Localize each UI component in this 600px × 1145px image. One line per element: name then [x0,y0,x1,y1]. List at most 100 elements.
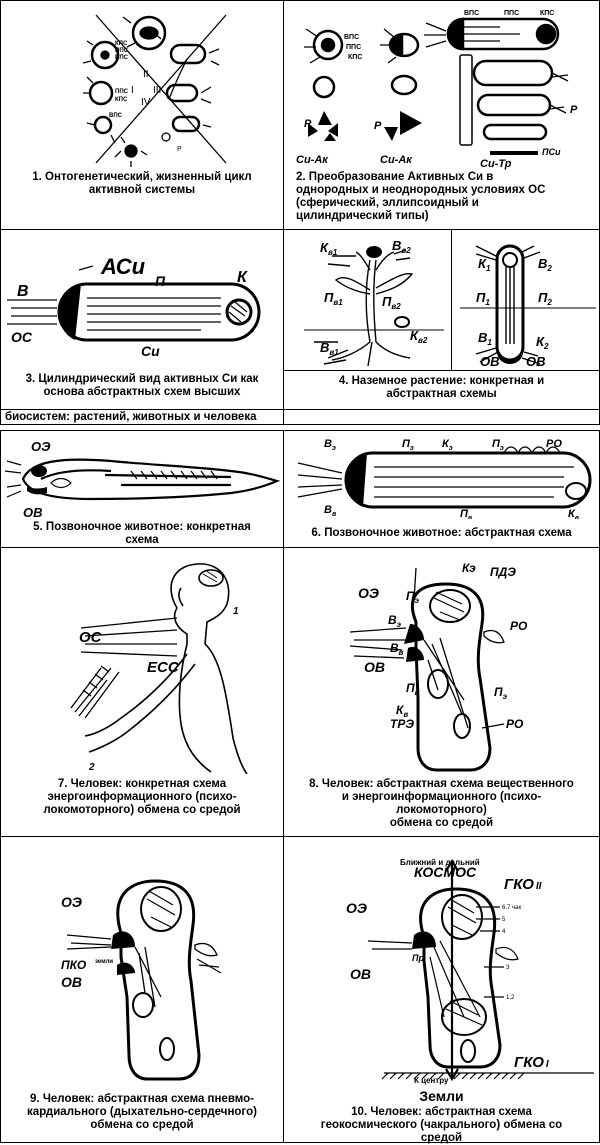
active-systems-transformation-diagram: ВПС ППС КПС ВПС ППС КПС Р Р Р Си-Ак Си-А… [296,10,578,170]
roman-1: I [131,85,134,96]
kps-label: КПС [115,41,128,47]
figure-5-cell: ОЭ ОВ 5. Позвоночное животное: конкретна… [0,430,284,548]
kv2-label: Кв2 [410,328,428,345]
v-label: В [17,283,29,300]
ro-label: РО [510,619,528,633]
kps-label: КПС [348,54,362,61]
kps-label-2: КПС [115,97,128,103]
pr-label: Пр [412,953,424,963]
oe-label: ОЭ [61,894,82,910]
bv1-label: Вв1 [320,340,339,357]
p2-label: П2 [538,290,552,307]
ov-label: ОВ [61,974,82,990]
pde-label: ПДЭ [490,565,516,579]
kv1-label: Кв1 [320,240,338,257]
ke-label: Кэ [462,561,476,575]
bv-label: Вв [324,504,337,518]
caption-8: 8. Человек: абстрактная схема вещественн… [309,778,574,829]
caption-6: 6. Позвоночное животное: абстрактная схе… [311,527,572,539]
r-label: Р [177,146,182,153]
pps-label: ППС [346,44,361,51]
human-concrete-diagram: ОС ЕСС 1 2 [70,563,248,774]
asi-label: АСи [100,254,146,279]
chakra-label-4: 3 [506,965,510,971]
tre-label: ТРЭ [390,717,414,731]
caption-1: 1. Онтогенетический, жизненный цикл акти… [32,171,252,196]
chakra-label-3: 4 [502,929,506,935]
roman-3: III [153,85,161,96]
roman-2: II [143,69,149,80]
num-1-label: 1 [233,606,239,617]
caption-3-continued-cell-end [283,409,600,425]
ov-label: ОВ [350,966,371,982]
ke-label: Кэ [442,438,453,452]
figure-9-cell: ОЭ ПКО земли ОВ 9. Человек: абстрактная … [0,836,284,1143]
ov-label: ОВ [364,659,385,675]
caption-3-continued: биосистем: растений, животных и человека [5,411,257,423]
oe-label: ОЭ [358,585,379,601]
be-label: Вэ [324,438,336,452]
si-ak-label-2: Си-Ак [380,154,413,166]
ground-plant-diagram: Кв1 Вв2 Пв1 Пв2 Кв2 Вв1 К1 В2 П1 П2 В1 К… [304,238,596,369]
psi-label: ПСи [542,147,561,157]
ve-label: Вэ [388,613,402,629]
zemli-label: земли [95,959,113,965]
caption-5: 5. Позвоночное животное: конкретная схем… [33,521,251,546]
kv-label: Кв [396,703,408,719]
caption-3-continued-cell: биосистем: растений, животных и человека [0,409,600,425]
kv-label: Кв [568,508,580,519]
pe-label: Пэ [406,589,420,605]
figure-7-cell: ОС ЕСС 1 2 7. Человек: конкретная схема … [0,547,284,837]
ov-label-2: ОВ [526,354,546,369]
caption-2: 2. Преобразование Активных Си в однородн… [296,171,546,222]
pe-label: Пэ [402,438,414,452]
vertebrate-concrete-diagram: ОЭ ОВ [4,439,281,519]
si-ak-label-1: Си-Ак [296,154,329,166]
pps-label: ППС [115,48,129,54]
ess-label: ЕСС [147,659,180,676]
caption-9: 9. Человек: абстрактная схема пневмо- ка… [27,1093,257,1131]
caption-7: 7. Человек: конкретная схема энергоинфор… [43,778,241,816]
pv-label: Пв [460,508,473,519]
pe2-label: Пэ [494,685,508,701]
figure-3-cell: АСи П К В ОС Си 3. Цилиндрический вид ак… [0,229,284,410]
kps-label-top: КПС [540,10,554,17]
r-label-1: Р [304,118,312,130]
pps-label-2: ППС [115,89,129,95]
figure-8-cell: Кэ ПДЭ ОЭ Пэ Вэ Вв РО ОВ Пв Пэ Кв ТРЭ РО… [283,547,600,837]
p1-label: П1 [476,290,490,307]
k-centru-label: К центру [414,1076,449,1085]
oe-label: ОЭ [31,439,51,454]
r-label-2: Р [374,120,382,132]
b2-label: В2 [538,256,552,273]
vertebrate-abstract-diagram: Вэ Пэ Кэ Пэ РО Вв Пв Кв [297,438,592,519]
pps-label-top: ППС [504,10,519,17]
cylindrical-active-system-diagram: АСи П К В ОС Си [7,254,261,359]
os-label: ОС [11,329,33,345]
chakra-label-2: 5 [502,917,506,923]
figure-4-cell: Кв1 Вв2 Пв1 Пв2 Кв2 Вв1 К1 В2 П1 П2 В1 К… [283,229,600,410]
num-2-label: 2 [88,762,95,773]
ov-label: ОВ [23,505,43,519]
ontogenetic-cycle-diagram: КПС ППС ВПС ППС КПС ВПС II I III IV Р [82,14,227,167]
figure-2-cell: ВПС ППС КПС ВПС ППС КПС Р Р Р Си-Ак Си-А… [283,0,600,230]
pv2-label: Пв2 [382,294,401,311]
ro-label-2: РО [506,717,524,731]
caption-10: Земли 10. Человек: абстрактная схема гео… [288,1089,595,1145]
vps-label-2: ВПС [109,113,123,119]
pv-label: Пв [406,681,420,697]
vv-label: Вв [390,641,404,657]
p-label: П [155,273,166,289]
caption-3: 3. Цилиндрический вид активных Си как ос… [25,373,259,398]
oe-label: ОЭ [346,900,367,916]
pko-label: ПКО [61,958,87,972]
caption-4: 4. Наземное растение: конкретная и абстр… [338,375,545,400]
bv2-label: Вв2 [392,238,411,255]
ov-label-1: ОВ [480,354,500,369]
figure-1-cell: КПС ППС ВПС ППС КПС ВПС II I III IV Р 1.… [0,0,284,230]
chakra-label-5: 1,2 [506,995,515,1001]
figure-6-cell: Вэ Пэ Кэ Пэ РО Вв Пв Кв 6. Позвоночное ж… [283,430,600,548]
near-far-label: Ближний и дальний [400,858,480,867]
